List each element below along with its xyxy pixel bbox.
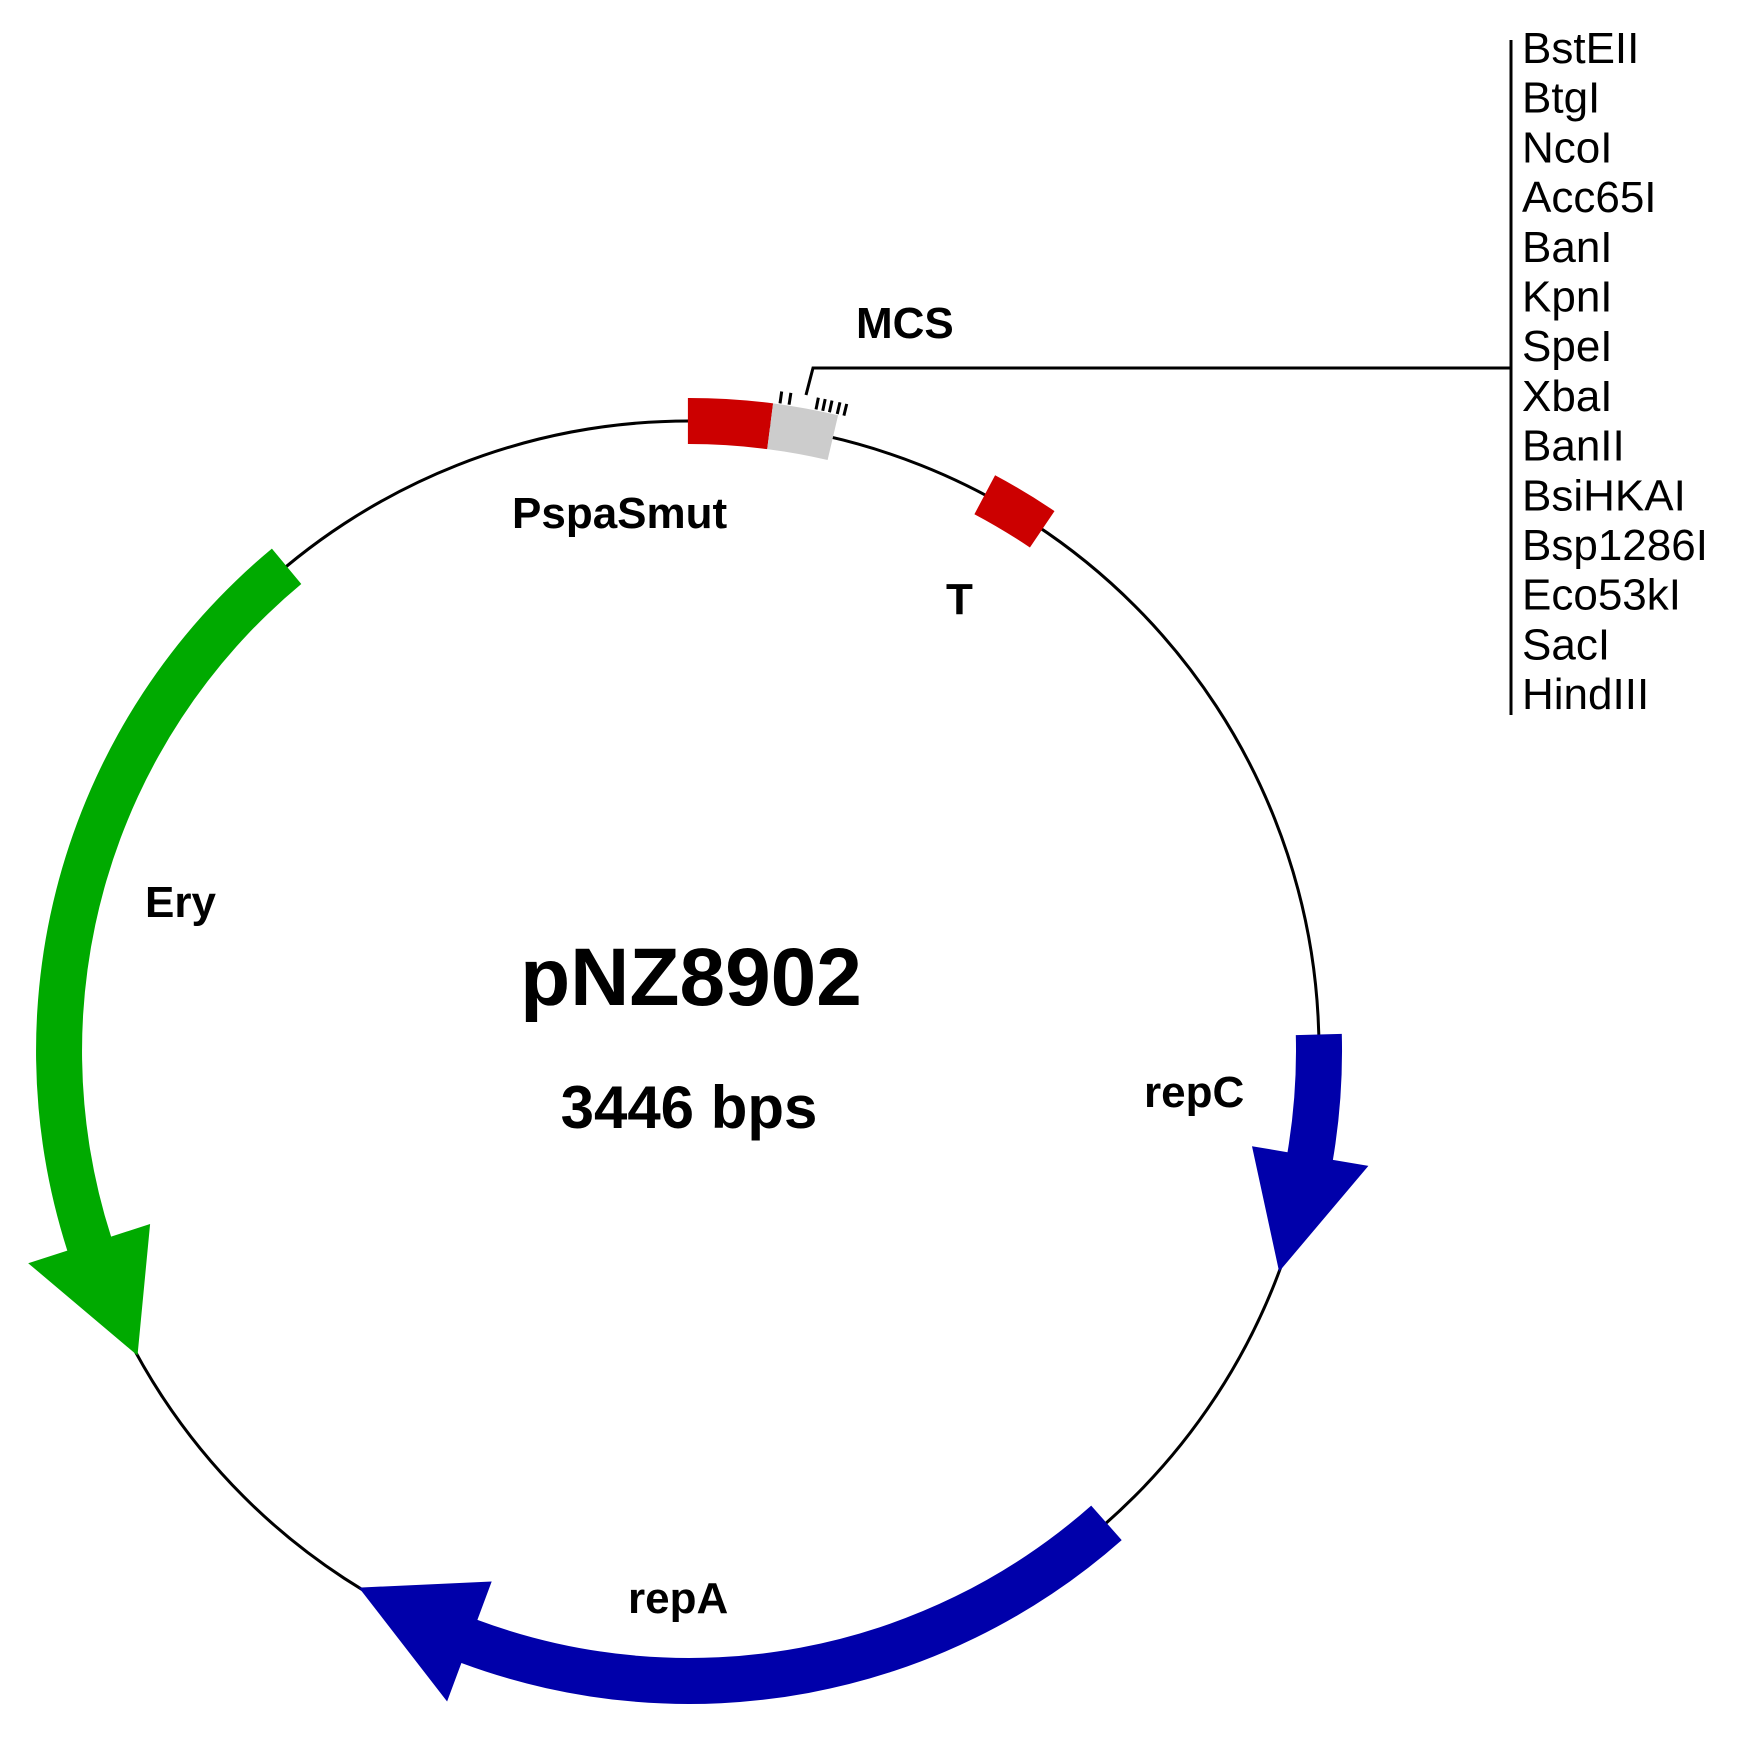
feature-mcs-box-block <box>767 403 839 460</box>
mcs-site-tick <box>778 391 784 404</box>
plasmid-name: pNZ8902 <box>520 932 862 1023</box>
mcs-connector-line <box>804 366 1511 396</box>
enzyme-site-label: Acc65I <box>1522 173 1657 222</box>
mcs-site-tick <box>814 397 820 410</box>
feature-label-repa: repA <box>628 1574 728 1623</box>
feature-label-repc: repC <box>1144 1068 1244 1117</box>
enzyme-site-label: NcoI <box>1522 123 1612 172</box>
enzyme-site-label: BtgI <box>1522 74 1600 123</box>
feature-label-ery: Ery <box>145 878 216 927</box>
feature-t-block <box>974 475 1055 548</box>
enzyme-site-label: Bsp1286I <box>1522 521 1708 570</box>
enzyme-site-label: BanI <box>1522 223 1613 272</box>
mcs-enzyme-list: BstEIIBtgINcoIAcc65IBanIKpnISpeIXbaIBanI… <box>1522 24 1708 719</box>
enzyme-site-label: SacI <box>1522 620 1610 669</box>
enzyme-site-label: BanII <box>1522 422 1625 471</box>
enzyme-site-label: XbaI <box>1522 372 1613 421</box>
enzyme-site-label: SpeI <box>1522 322 1613 371</box>
mcs-site-tick <box>835 401 842 415</box>
enzyme-site-label: HindIII <box>1522 670 1649 719</box>
mcs-site-tick <box>842 403 849 416</box>
mcs-site-tick <box>787 392 793 405</box>
feature-label-t: T <box>946 575 973 624</box>
plasmid-size: 3446 bps <box>561 1074 818 1141</box>
mcs-label: MCS <box>856 299 954 348</box>
enzyme-site-label: KpnI <box>1522 273 1613 322</box>
enzyme-site-label: Eco53kI <box>1522 571 1681 620</box>
mcs-site-tick <box>821 398 827 412</box>
enzyme-site-label: BsiHKAI <box>1522 471 1686 520</box>
feature-repa-arrow <box>358 1505 1122 1704</box>
features-layer <box>28 397 1369 1704</box>
mcs-site-tick <box>827 400 834 413</box>
feature-repc-arrow <box>1252 1033 1369 1272</box>
feature-ery-arrow <box>28 548 302 1356</box>
mcs-site-ticks <box>778 391 849 416</box>
feature-pspasmut-block <box>687 397 774 450</box>
enzyme-site-label: BstEII <box>1522 24 1639 73</box>
feature-label-pspasmut: PspaSmut <box>512 489 728 538</box>
